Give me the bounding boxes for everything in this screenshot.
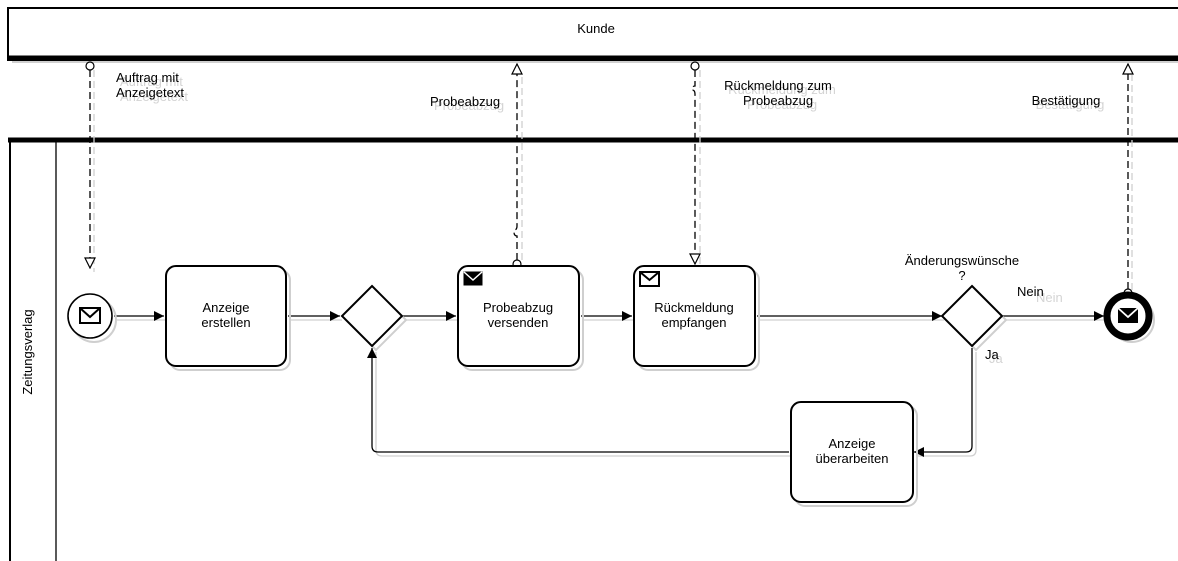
envelope-filled-icon: [463, 271, 483, 286]
gateway-label-yes: Ja Ja: [985, 347, 1004, 366]
sequence-flow-send-to-receive[interactable]: [581, 311, 634, 321]
sequence-flow-start-to-create[interactable]: [114, 311, 166, 321]
message-flow-proof[interactable]: [513, 64, 522, 269]
envelope-filled-icon: [1117, 307, 1139, 323]
gateway-question-label: Änderungswünsche?: [905, 253, 1019, 283]
svg-text:Nein: Nein: [1036, 290, 1063, 305]
svg-text:Ja: Ja: [985, 347, 1000, 362]
pool-zeitungsverlag-label: Zeitungsverlag: [20, 309, 35, 394]
svg-text:Bestätigung: Bestätigung: [1036, 97, 1105, 112]
pool-zeitungsverlag: Zeitungsverlag: [8, 137, 1178, 561]
svg-text:Ja: Ja: [989, 351, 1004, 366]
end-event[interactable]: [1103, 291, 1155, 343]
sequence-flow-no-to-end[interactable]: [1003, 311, 1106, 321]
sequence-flow-yes-to-revise[interactable]: [914, 348, 977, 457]
envelope-icon: [79, 307, 101, 324]
sequence-flow-receive-to-gateway2[interactable]: [757, 311, 944, 321]
svg-text:Bestätigung: Bestätigung: [1032, 93, 1101, 108]
message-flow-feedback[interactable]: [691, 61, 700, 268]
message-label-confirmation: Bestätigung Bestätigung: [1032, 93, 1105, 112]
svg-text:Probeabzug: Probeabzug: [430, 94, 500, 109]
gateway-merge[interactable]: [340, 284, 408, 352]
start-event[interactable]: [67, 293, 117, 343]
sequence-flow-revise-to-gateway[interactable]: [367, 348, 791, 457]
gateway-label-no: Nein Nein: [1017, 284, 1063, 305]
pool-kunde: Kunde: [7, 7, 1178, 63]
message-label-proof: Probeabzug Probeabzug: [430, 94, 504, 113]
pool-kunde-label: Kunde: [577, 21, 615, 36]
svg-text:Probeabzug: Probeabzug: [434, 98, 504, 113]
envelope-icon: [639, 271, 660, 287]
message-flow-confirmation[interactable]: [1124, 64, 1132, 298]
sequence-flow-gateway-to-send[interactable]: [403, 311, 458, 321]
message-flow-order[interactable]: [86, 61, 94, 272]
svg-text:Nein: Nein: [1017, 284, 1044, 299]
gateway-change-requests[interactable]: [940, 284, 1008, 352]
sequence-flow-create-to-gateway[interactable]: [288, 311, 342, 321]
